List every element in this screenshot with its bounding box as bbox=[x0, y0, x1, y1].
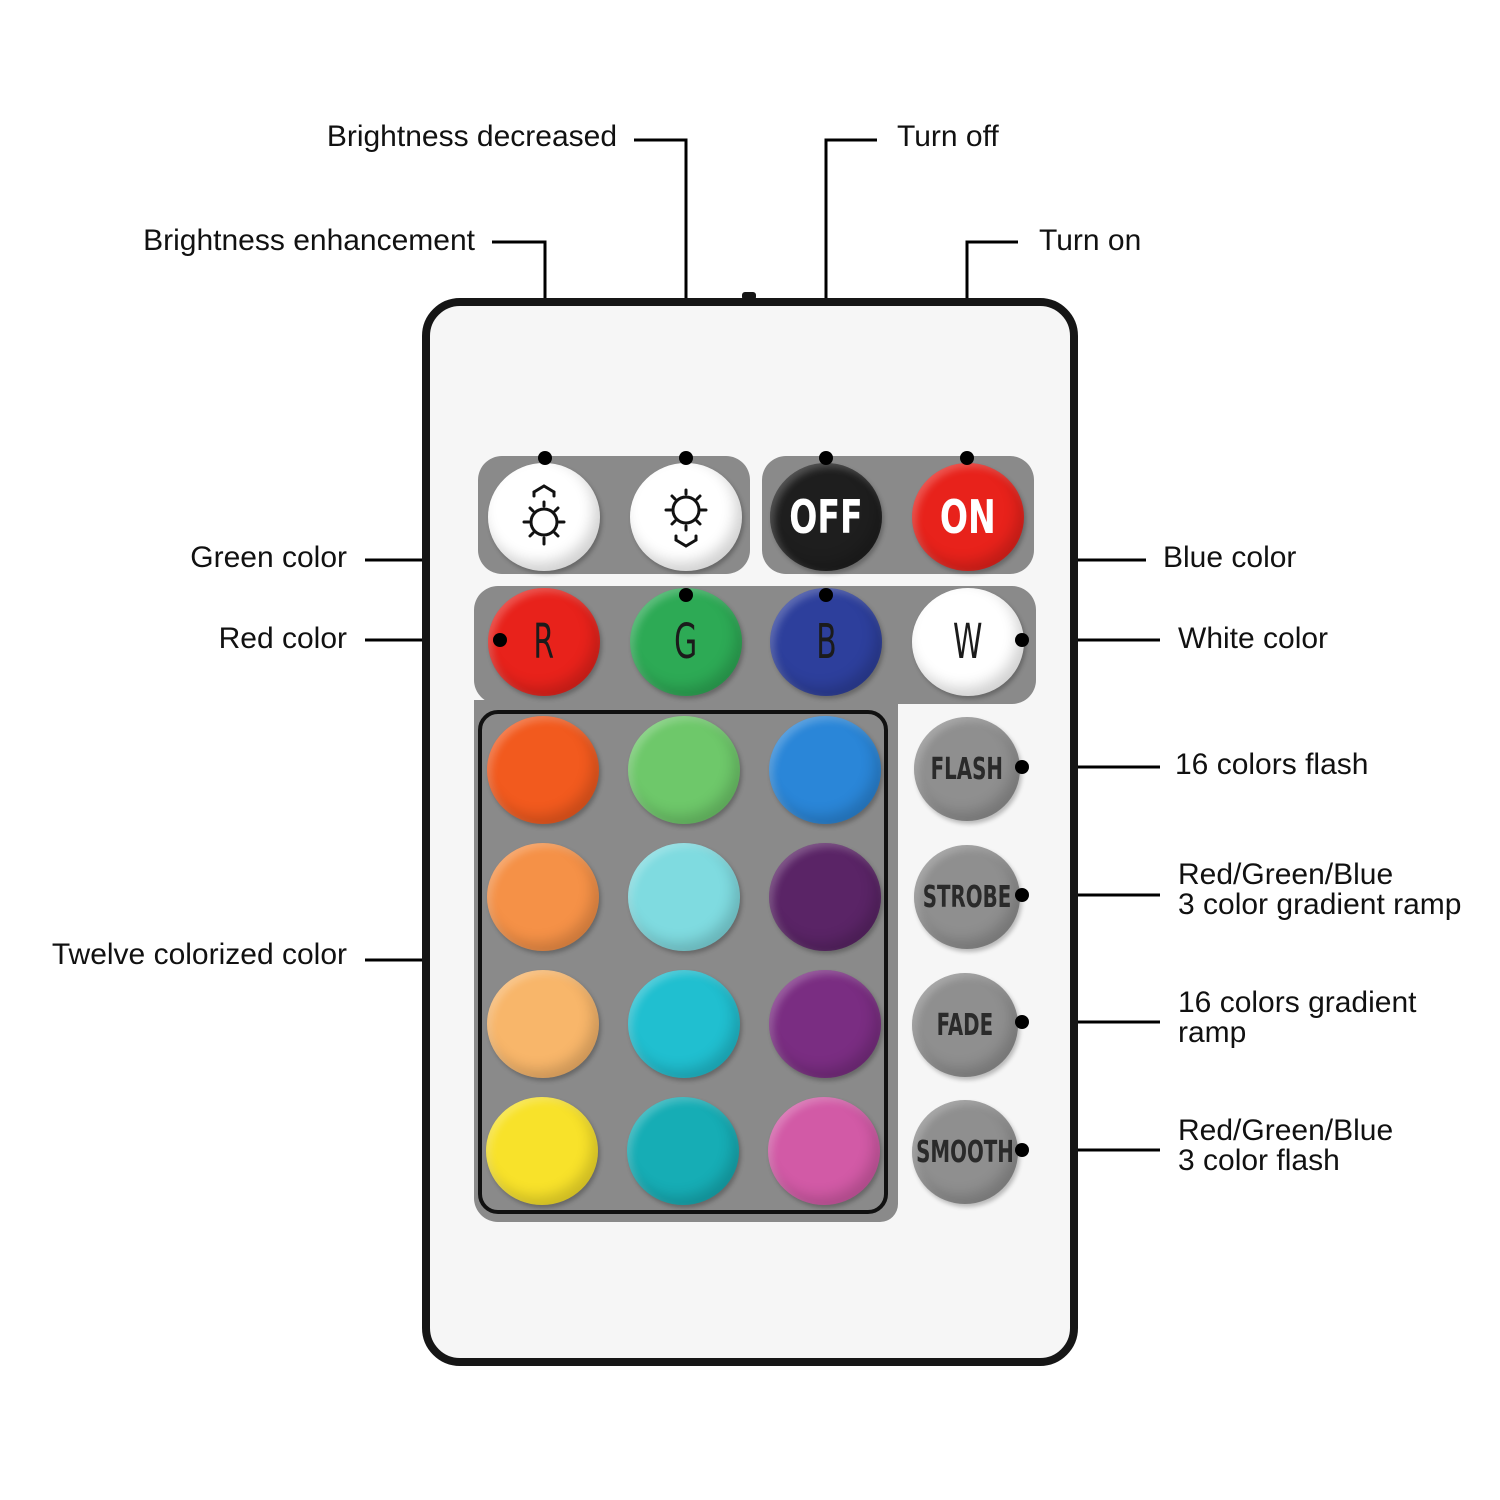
label-white-color: White color bbox=[1178, 622, 1329, 655]
fade-button-label: FADE bbox=[936, 1007, 994, 1043]
white-button-label: W bbox=[953, 614, 983, 670]
remote-notch bbox=[742, 292, 756, 300]
color-button-10[interactable] bbox=[486, 1097, 598, 1205]
dot-flash bbox=[1015, 760, 1029, 774]
green-button-label: G bbox=[674, 614, 698, 670]
on-button[interactable]: ON bbox=[912, 463, 1024, 571]
label-smooth-line1: Red/Green/Blue bbox=[1178, 1114, 1394, 1147]
strobe-button[interactable]: STROBE bbox=[914, 845, 1020, 949]
red-button-label: R bbox=[533, 614, 555, 670]
label-fade: 16 colors gradient ramp bbox=[1178, 988, 1416, 1048]
smooth-button[interactable]: SMOOTH bbox=[912, 1100, 1018, 1204]
off-button-label: OFF bbox=[789, 490, 863, 544]
color-button-3[interactable] bbox=[769, 716, 881, 824]
brightness-up-button[interactable] bbox=[488, 463, 600, 571]
label-fade-line2: ramp bbox=[1178, 1016, 1247, 1049]
blue-button[interactable]: B bbox=[770, 588, 882, 696]
label-smooth-line2: 3 color flash bbox=[1178, 1144, 1340, 1177]
dot-off bbox=[819, 451, 833, 465]
label-strobe-line1: Red/Green/Blue bbox=[1178, 858, 1394, 891]
sun-arrow-up-icon bbox=[522, 484, 566, 546]
label-twelve-colors: Twelve colorized color bbox=[51, 938, 347, 971]
color-button-11[interactable] bbox=[627, 1097, 739, 1205]
off-button[interactable]: OFF bbox=[770, 463, 882, 571]
fade-button[interactable]: FADE bbox=[912, 973, 1018, 1077]
strobe-button-label: STROBE bbox=[922, 879, 1012, 915]
color-button-6[interactable] bbox=[769, 843, 881, 951]
label-blue-color: Blue color bbox=[1163, 541, 1297, 574]
label-fade-line1: 16 colors gradient bbox=[1178, 986, 1417, 1019]
color-button-5[interactable] bbox=[628, 843, 740, 951]
smooth-button-label: SMOOTH bbox=[916, 1134, 1014, 1170]
dot-smooth bbox=[1015, 1143, 1029, 1157]
flash-button-label: FLASH bbox=[930, 751, 1004, 787]
label-brightness-decreased: Brightness decreased bbox=[326, 120, 617, 153]
sun-arrow-down-icon bbox=[664, 488, 708, 548]
dot-white bbox=[1015, 633, 1029, 647]
white-button[interactable]: W bbox=[912, 588, 1024, 696]
label-turn-off: Turn off bbox=[897, 120, 999, 153]
dot-fade bbox=[1015, 1015, 1029, 1029]
color-button-12[interactable] bbox=[768, 1097, 880, 1205]
green-button[interactable]: G bbox=[630, 588, 742, 696]
color-button-4[interactable] bbox=[487, 843, 599, 951]
label-turn-on: Turn on bbox=[1039, 224, 1142, 257]
color-button-7[interactable] bbox=[487, 970, 599, 1078]
dot-green bbox=[679, 588, 693, 602]
color-button-9[interactable] bbox=[769, 970, 881, 1078]
flash-button[interactable]: FLASH bbox=[914, 717, 1020, 821]
dot-on bbox=[960, 451, 974, 465]
dot-brightness-down bbox=[679, 451, 693, 465]
blue-button-label: B bbox=[815, 614, 837, 670]
color-button-2[interactable] bbox=[628, 716, 740, 824]
label-smooth: Red/Green/Blue 3 color flash bbox=[1178, 1116, 1393, 1176]
dot-strobe bbox=[1015, 888, 1029, 902]
label-flash: 16 colors flash bbox=[1175, 748, 1369, 781]
dot-red bbox=[493, 633, 507, 647]
color-button-1[interactable] bbox=[487, 716, 599, 824]
dot-blue bbox=[819, 588, 833, 602]
label-strobe-line2: 3 color gradient ramp bbox=[1178, 888, 1462, 921]
on-button-label: ON bbox=[940, 490, 996, 544]
label-brightness-enhancement: Brightness enhancement bbox=[143, 224, 475, 257]
color-button-8[interactable] bbox=[628, 970, 740, 1078]
color-grid-frame bbox=[478, 710, 888, 1214]
label-red-color: Red color bbox=[218, 622, 347, 655]
brightness-down-button[interactable] bbox=[630, 463, 742, 571]
dot-brightness-up bbox=[538, 451, 552, 465]
label-strobe: Red/Green/Blue 3 color gradient ramp bbox=[1178, 860, 1461, 920]
label-green-color: Green color bbox=[190, 541, 347, 574]
